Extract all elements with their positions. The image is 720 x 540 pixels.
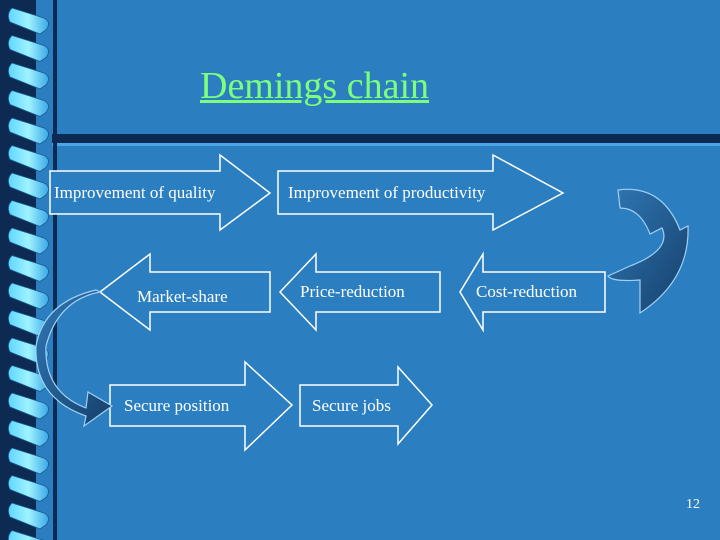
arrow-price-reduction <box>278 252 441 332</box>
binder-ring <box>8 392 49 420</box>
binder-ring <box>8 502 49 530</box>
arrow-improvement-quality <box>49 153 272 232</box>
binder-ring <box>8 530 44 540</box>
binder-ring <box>8 117 49 145</box>
binder-ring <box>8 90 49 117</box>
curved-arrow-right <box>607 188 689 315</box>
label-secure-jobs: Secure jobs <box>312 396 391 415</box>
header-divider-highlight <box>52 143 720 146</box>
header-divider <box>52 134 720 143</box>
binder-ring <box>8 420 49 447</box>
binder-ring <box>8 227 49 255</box>
arrow-improvement-productivity <box>277 153 565 232</box>
binder-ring <box>8 62 49 90</box>
binder-ring <box>8 475 49 502</box>
arrow-secure-jobs <box>299 365 434 447</box>
label-improvement-productivity: Improvement of productivity <box>288 183 486 202</box>
arrow-secure-position <box>109 360 294 452</box>
label-market-share: Market-share <box>137 287 228 306</box>
binder-ring <box>8 7 49 35</box>
slide-title: Demings chain <box>200 65 430 107</box>
vertical-rule <box>53 0 57 540</box>
curved-arrow-left <box>35 289 114 428</box>
arrow-cost-reduction <box>459 251 606 333</box>
label-improvement-quality: Improvement of quality <box>54 183 216 202</box>
arrow-market-share <box>98 252 271 332</box>
binder-ring <box>8 172 49 200</box>
binder-ring <box>8 255 49 282</box>
binder-ring <box>8 447 49 475</box>
binder-ring <box>8 145 49 172</box>
label-price-reduction: Price-reduction <box>300 282 405 301</box>
binder-ring <box>8 35 49 62</box>
binder-ring <box>8 282 49 310</box>
binder-rings <box>8 7 49 540</box>
binder-ring <box>8 200 49 227</box>
page-number: 12 <box>686 497 700 512</box>
label-cost-reduction: Cost-reduction <box>476 282 578 301</box>
label-secure-position: Secure position <box>124 396 230 415</box>
